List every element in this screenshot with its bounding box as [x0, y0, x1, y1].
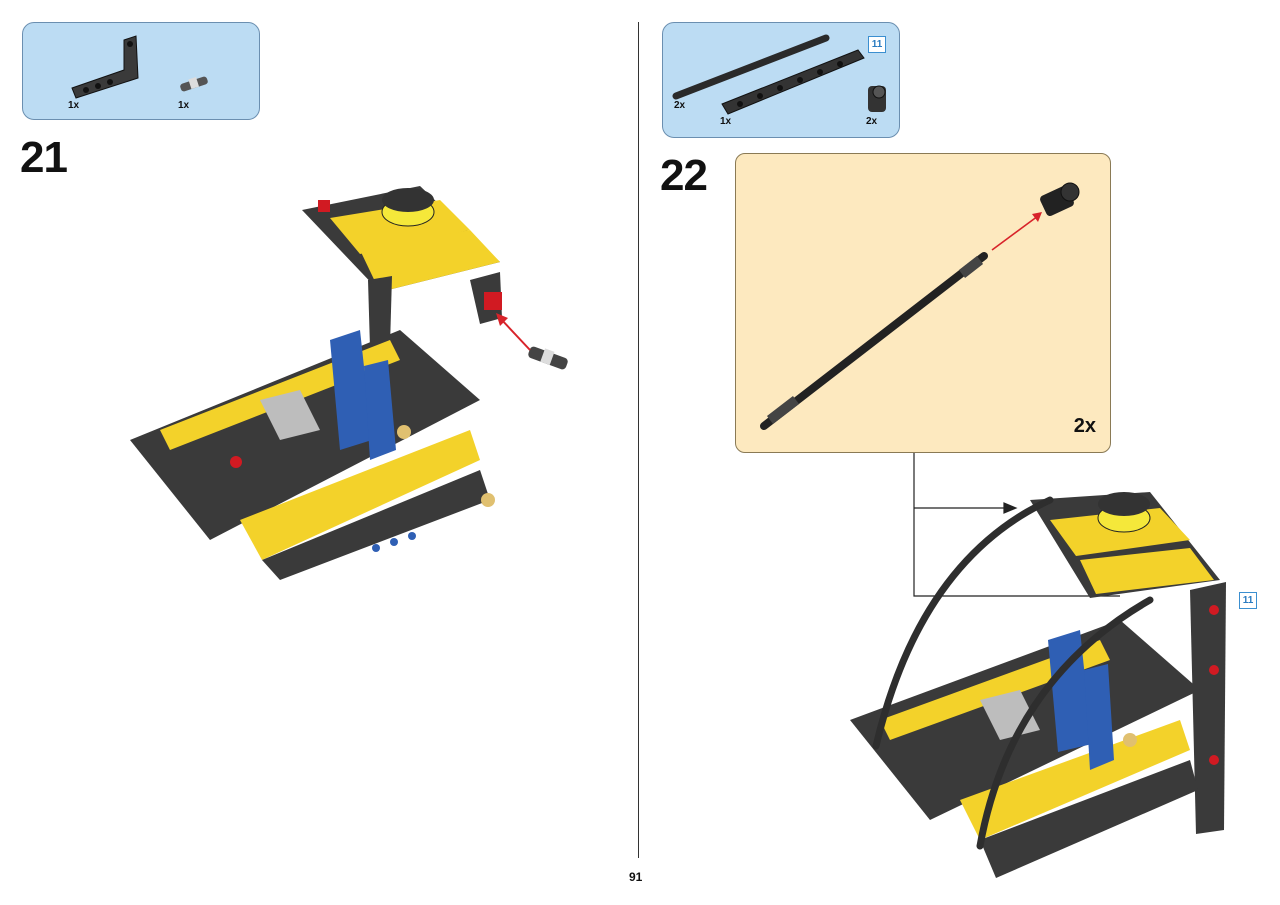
step-21-insert-arrow	[496, 313, 531, 351]
beam-length-badge: 11	[868, 36, 886, 53]
beam-qty: 1x	[720, 116, 732, 127]
callout-insert-arrow	[991, 212, 1042, 251]
axle-part-icon	[672, 34, 830, 100]
sub-assembly-callout: 2x	[735, 153, 1111, 453]
step-22-model	[850, 492, 1226, 878]
axle-connector-icon	[1040, 182, 1080, 216]
parts-list-box-step-21	[22, 22, 260, 120]
straight-beam-part-icon	[721, 49, 865, 115]
callout-illustration	[760, 182, 1080, 430]
step-number-21: 21	[20, 133, 68, 182]
l-beam-qty: 1x	[68, 100, 80, 111]
step-number-22: 22	[660, 151, 708, 200]
l-beam-part-icon	[71, 35, 139, 99]
step-21-model	[130, 186, 502, 580]
step-22-curved-axles	[872, 496, 1154, 850]
page-divider	[638, 22, 639, 858]
model-beam-length-badge: 11	[1239, 592, 1257, 609]
long-axle-icon	[760, 252, 988, 430]
callout-leader-lines	[913, 452, 1120, 597]
axle-connector-qty: 2x	[866, 116, 878, 127]
callout-quantity: 2x	[1073, 415, 1096, 437]
axle-qty: 2x	[674, 100, 686, 111]
axle-connector-part-icon	[868, 85, 886, 112]
page-number: 91	[629, 870, 643, 884]
pin-connector-part-icon	[180, 76, 208, 92]
step-21-pin-to-attach	[528, 346, 568, 370]
pin-connector-qty: 1x	[178, 100, 190, 111]
